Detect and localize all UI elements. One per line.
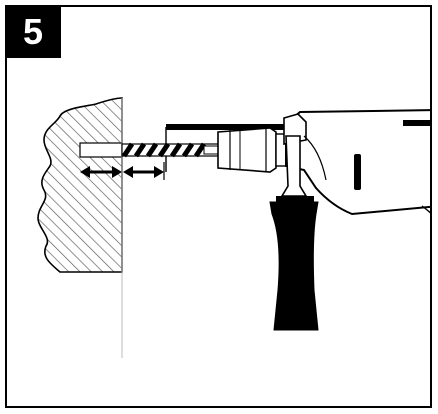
drill-icon [217,109,430,216]
wall-icon [37,97,123,273]
handle-icon [269,135,319,331]
step-number-badge: 5 [5,5,61,58]
drill-bit-icon [121,142,221,158]
dimension-arrow-icon [80,162,165,180]
